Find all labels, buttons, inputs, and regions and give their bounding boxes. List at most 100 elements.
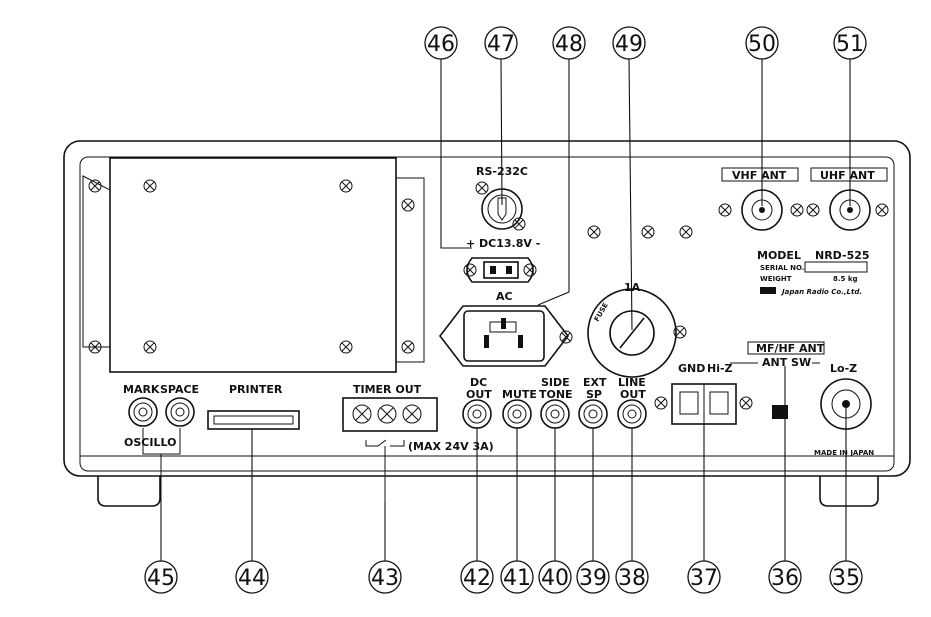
ext-sp-label-2: SP: [586, 388, 602, 401]
callout-number: 36: [771, 566, 799, 591]
screw-icon: [88, 340, 102, 354]
screw-icon: [463, 263, 477, 277]
ant-sw-label: ANT SW: [762, 356, 811, 369]
printer-label: PRINTER: [229, 383, 283, 396]
screw-icon: [739, 396, 753, 410]
screw-icon: [790, 203, 804, 217]
left-foot: [97, 476, 161, 507]
callout-49: 49: [612, 26, 646, 331]
space-jack[interactable]: [165, 397, 195, 427]
callout-number: 47: [487, 32, 515, 57]
chassis: [63, 140, 911, 507]
screw-icon: [806, 203, 820, 217]
made-in-japan-label: MADE IN JAPAN: [814, 449, 874, 457]
callout-37: 37: [687, 424, 721, 594]
screw-icon: [641, 225, 655, 239]
ext-sp-label-1: EXT: [583, 376, 607, 389]
mute-jack[interactable]: [502, 399, 532, 429]
screw-icon: [88, 179, 102, 193]
mf-hf-ant-label: MF/HF ANT: [756, 342, 825, 355]
ac-inlet[interactable]: AC: [438, 290, 570, 367]
callout-38: 38: [615, 428, 649, 594]
gnd-label: GND: [678, 362, 705, 375]
callout-number: 43: [371, 566, 399, 591]
uhf-ant-label: UHF ANT: [820, 169, 875, 182]
callout-47: 47: [484, 26, 518, 206]
dc-out-label-1: DC: [470, 376, 487, 389]
rca-jack-row: DC OUT MUTE SIDE TONE EXT SP LINE OUT: [466, 376, 646, 401]
screw-icon: [673, 325, 687, 339]
callout-50: 50: [745, 26, 779, 206]
model-plate: MODEL NRD-525 SERIAL NO. WEIGHT 8.5 kg J…: [757, 249, 870, 296]
callout-number: 40: [541, 566, 569, 591]
callout-number: 50: [748, 32, 776, 57]
callout-42: 42: [460, 428, 494, 594]
screw-icon: [512, 217, 526, 231]
hi-z-label: Hi-Z: [707, 362, 733, 375]
serial-label: SERIAL NO.: [760, 264, 804, 272]
vhf-antenna-connector[interactable]: VHF ANT: [721, 167, 799, 231]
mark-label: MARK: [123, 383, 160, 396]
callout-number: 42: [463, 566, 491, 591]
timer-note: (MAX 24V 3A): [408, 440, 494, 453]
screw-icon: [401, 198, 415, 212]
callout-number: 45: [147, 566, 175, 591]
callout-35: 35: [829, 404, 863, 594]
dc-input-connector[interactable]: + DC13.8V -: [466, 237, 540, 283]
mark-jack[interactable]: [128, 397, 158, 427]
dc-out-jack[interactable]: [462, 399, 492, 429]
weight-value: 8.5 kg: [833, 275, 858, 283]
callout-number: 35: [832, 566, 860, 591]
model-key: MODEL: [757, 249, 801, 262]
callout-39: 39: [576, 428, 610, 594]
terminal-screw-icon: [402, 404, 422, 424]
callout-number: 41: [503, 566, 531, 591]
uhf-antenna-connector[interactable]: UHF ANT: [810, 167, 888, 231]
antenna-terminal-block[interactable]: [671, 383, 737, 425]
fuse-value: 1A: [624, 281, 641, 294]
ant-sw-switch[interactable]: [772, 405, 788, 419]
jacks: [128, 397, 647, 429]
callout-number: 44: [238, 566, 266, 591]
line-out-label-2: OUT: [620, 388, 646, 401]
model-value: NRD-525: [815, 249, 870, 262]
screw-icon: [654, 396, 668, 410]
cover-plate: [82, 157, 425, 373]
screw-icon: [143, 340, 157, 354]
callout-43: 43: [368, 502, 402, 594]
callout-40: 40: [538, 428, 572, 594]
callout-36: 36: [768, 366, 802, 594]
terminal-screw-icon: [352, 404, 372, 424]
screw-icon: [143, 179, 157, 193]
screw-icon: [718, 203, 732, 217]
callout-48: 48: [537, 26, 586, 306]
screw-icon: [679, 225, 693, 239]
screw-icon: [401, 340, 415, 354]
callout-number: 37: [690, 566, 718, 591]
timer-out-terminal[interactable]: TIMER OUT (MAX 24V 3A): [342, 383, 494, 502]
callout-number: 48: [555, 32, 583, 57]
fuse-label: FUSE: [593, 301, 610, 323]
screw-icon: [587, 225, 601, 239]
callout-45: 45: [144, 500, 178, 594]
printer-port[interactable]: PRINTER: [207, 383, 300, 430]
ac-label: AC: [496, 290, 513, 303]
side-tone-label-1: SIDE: [541, 376, 570, 389]
callout-51: 51: [833, 26, 867, 206]
screw-icon: [339, 179, 353, 193]
screw-icon: [523, 263, 537, 277]
dc-input-label: + DC13.8V -: [466, 237, 540, 250]
callout-44: 44: [235, 429, 269, 594]
line-out-jack[interactable]: [617, 399, 647, 429]
terminal-screw-icon: [377, 404, 397, 424]
screw-icon: [475, 181, 489, 195]
callout-46: 46: [424, 26, 472, 249]
callout-41: 41: [500, 428, 534, 594]
line-out-label-1: LINE: [618, 376, 646, 389]
ext-sp-jack[interactable]: [578, 399, 608, 429]
side-tone-jack[interactable]: [540, 399, 570, 429]
screw-icon: [559, 330, 573, 344]
